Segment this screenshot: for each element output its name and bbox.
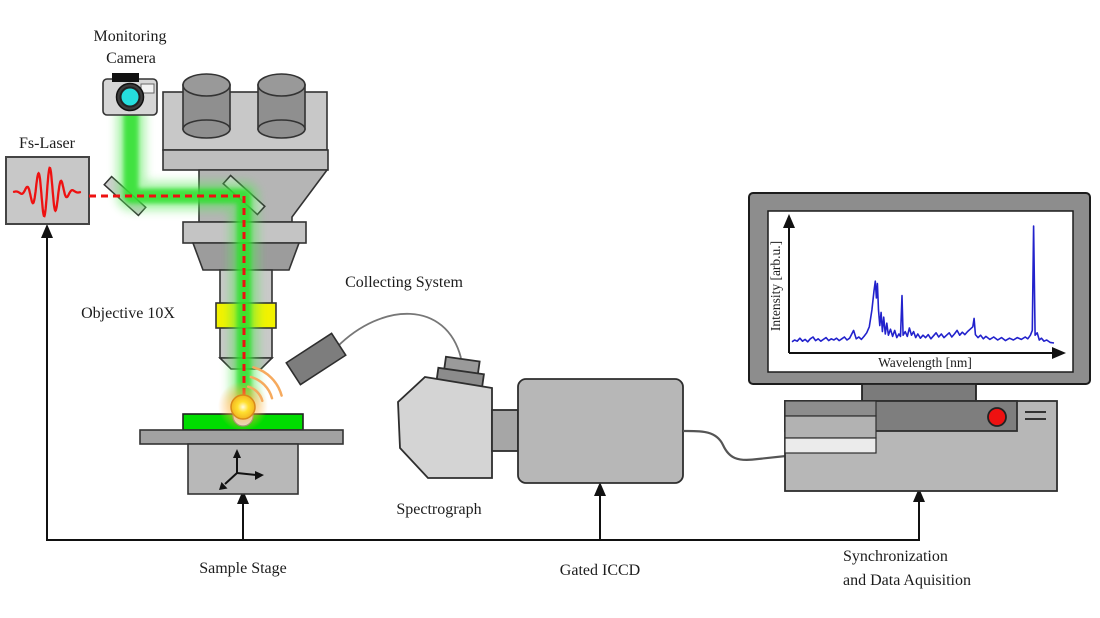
stage-plate [139,429,344,445]
arrow-to-laser [41,224,53,238]
computer [748,192,1091,492]
eyepiece-left [182,73,231,139]
spectrum-trace [791,225,1055,344]
label-sample-stage: Sample Stage [199,560,287,577]
label-fs-laser: Fs-Laser [19,135,76,152]
label-sync-daq-line2: and Data Aquisition [843,572,971,589]
label-gated-iccd: Gated ICCD [560,562,640,579]
arrow-to-computer [913,488,925,502]
arrow-to-stage [237,490,249,504]
label-monitoring-camera-line1: Monitoring [94,28,167,45]
gated-iccd-box [517,378,684,484]
xyz-axes-icon [219,449,264,490]
spectrograph-iccd-flange [491,409,519,452]
case-vent-lines [1025,411,1046,420]
fiber-cable [336,312,462,359]
fs-pulse-waveform-icon [12,166,82,218]
label-collecting-system: Collecting System [345,274,463,291]
plot-ylabel: Intensity [arb.u.] [768,241,783,331]
microscope-head-strip [162,149,329,171]
spectrograph-body [397,376,493,479]
label-monitoring-camera-line2: Camera [106,50,156,67]
drive-bay-3 [784,437,877,454]
arrow-to-iccd [594,482,606,496]
screen-spectrum-plot: Intensity [arb.u.] Wavelength [nm] [768,214,1066,370]
iccd-computer-cable [682,429,787,462]
laser-beam-dashed [89,194,246,398]
sync-arrowheads [41,224,925,504]
plasma-ball [230,394,256,420]
monitor-stand [861,383,977,403]
eyepiece-right [257,73,306,139]
monitoring-camera-icon [102,73,158,116]
power-button[interactable] [987,407,1007,427]
stage-block [187,443,299,495]
y-axis-arrow [783,214,795,228]
label-sync-daq-line1: Synchronization [843,548,948,565]
sync-line [46,236,920,541]
label-spectrograph: Spectrograph [396,501,481,518]
camera-top-bump [112,73,139,82]
plot-xlabel: Wavelength [nm] [878,355,972,370]
collector-head [285,332,347,386]
camera-lens-glass [121,88,139,106]
label-objective: Objective 10X [81,305,175,322]
emission-arcs-icon [246,366,283,403]
spectrograph-unit [397,355,684,484]
monitor-screen [767,210,1074,373]
drive-bay-2 [784,415,877,439]
fs-laser [5,156,90,225]
sync-line-main [46,236,920,541]
x-axis-arrow [1052,347,1066,359]
drive-bay-1 [784,400,877,417]
